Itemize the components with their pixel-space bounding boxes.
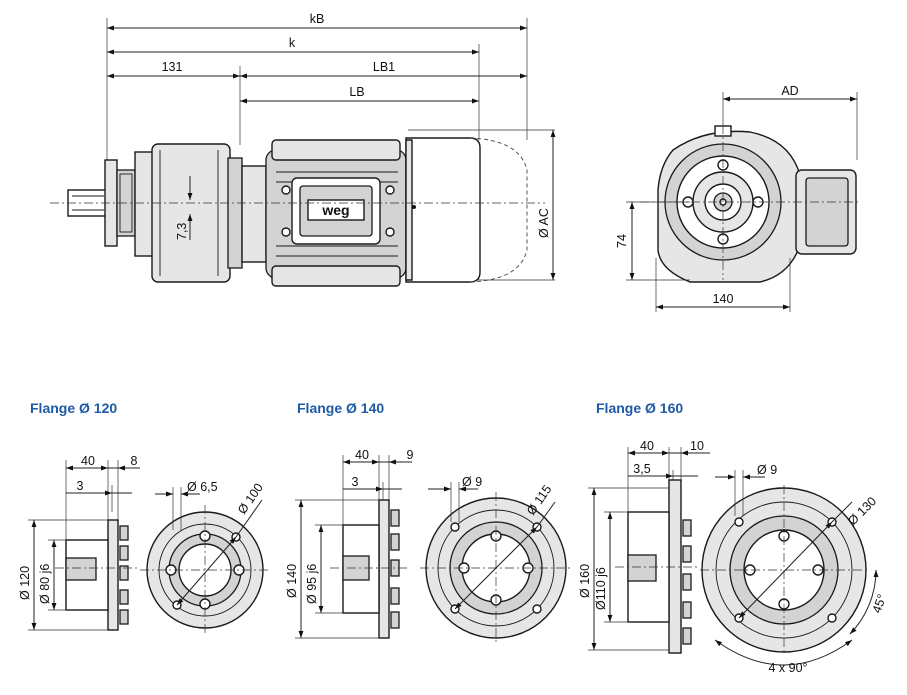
ad-label: AD	[781, 84, 798, 98]
flange-160-dim-40: 40	[640, 439, 654, 453]
flange-140-title: Flange Ø 140	[297, 400, 384, 416]
flange-160-hole-label: Ø 9	[757, 463, 777, 477]
flange-120-pcd-label: Ø 100	[235, 481, 266, 517]
lb-label: LB	[349, 85, 364, 99]
kb-label: kB	[310, 12, 325, 26]
dim-140-label: 140	[713, 292, 734, 306]
side-view: kB k 131 LB1 LB 7,3	[50, 12, 556, 287]
flange-160-pcd-label: Ø 130	[845, 494, 879, 528]
flange-120-dim-3: 3	[77, 479, 84, 493]
ac-label: Ø AC	[537, 208, 551, 238]
flange-140-hole-label: Ø 9	[462, 475, 482, 489]
k-label: k	[289, 36, 296, 50]
flange-140-outer-label: Ø 140	[285, 564, 299, 598]
dim-74-label: 74	[615, 234, 629, 248]
flange-160-group: Flange Ø 160 40 10 3,5 Ø 160 Ø110 j6	[578, 400, 889, 675]
flange-120-outer-label: Ø 120	[18, 566, 32, 600]
weg-logo-plate	[307, 199, 365, 221]
flange-140-dim-40: 40	[355, 448, 369, 462]
flange-120-side-plate	[107, 519, 119, 631]
flange-120-dim-8: 8	[131, 454, 138, 468]
flange-120-dim-40: 40	[81, 454, 95, 468]
flange-160-dim-3-5: 3,5	[633, 462, 650, 476]
flange-160-spigot-label: Ø110 j6	[594, 567, 608, 610]
flange-140-dim-9: 9	[407, 448, 414, 462]
flange-140-spigot-label: Ø 95 j6	[305, 564, 319, 604]
flange-120-group: Flange Ø 120 40 8 3 Ø 120 Ø 80 j	[18, 400, 270, 635]
flange-160-side-plate	[668, 479, 682, 654]
lb1-label: LB1	[373, 60, 395, 74]
flange-140-group: Flange Ø 140 40 9 3 Ø 140 Ø 95 j6	[285, 400, 572, 645]
flange-160-outer-label: Ø 160	[578, 564, 592, 598]
fan-cover	[405, 137, 481, 283]
dim-7-3-label: 7,3	[175, 223, 189, 240]
end-view: AD 74 140	[615, 84, 860, 312]
flange-140-side-plate	[378, 499, 390, 639]
flange-120-spigot-label: Ø 80 j6	[38, 564, 52, 604]
flange-120-hole-label: Ø 6,5	[187, 480, 218, 494]
flange-120-title: Flange Ø 120	[30, 400, 117, 416]
flange-160-dim-10: 10	[690, 439, 704, 453]
flange-160-spacing-label: 4 x 90°	[768, 661, 807, 675]
flange-160-angle-label: 45°	[870, 592, 890, 615]
dim-131-label: 131	[162, 60, 183, 74]
weg-logo: weg	[321, 202, 349, 218]
flange-160-title: Flange Ø 160	[596, 400, 683, 416]
flange-140-dim-3: 3	[352, 475, 359, 489]
